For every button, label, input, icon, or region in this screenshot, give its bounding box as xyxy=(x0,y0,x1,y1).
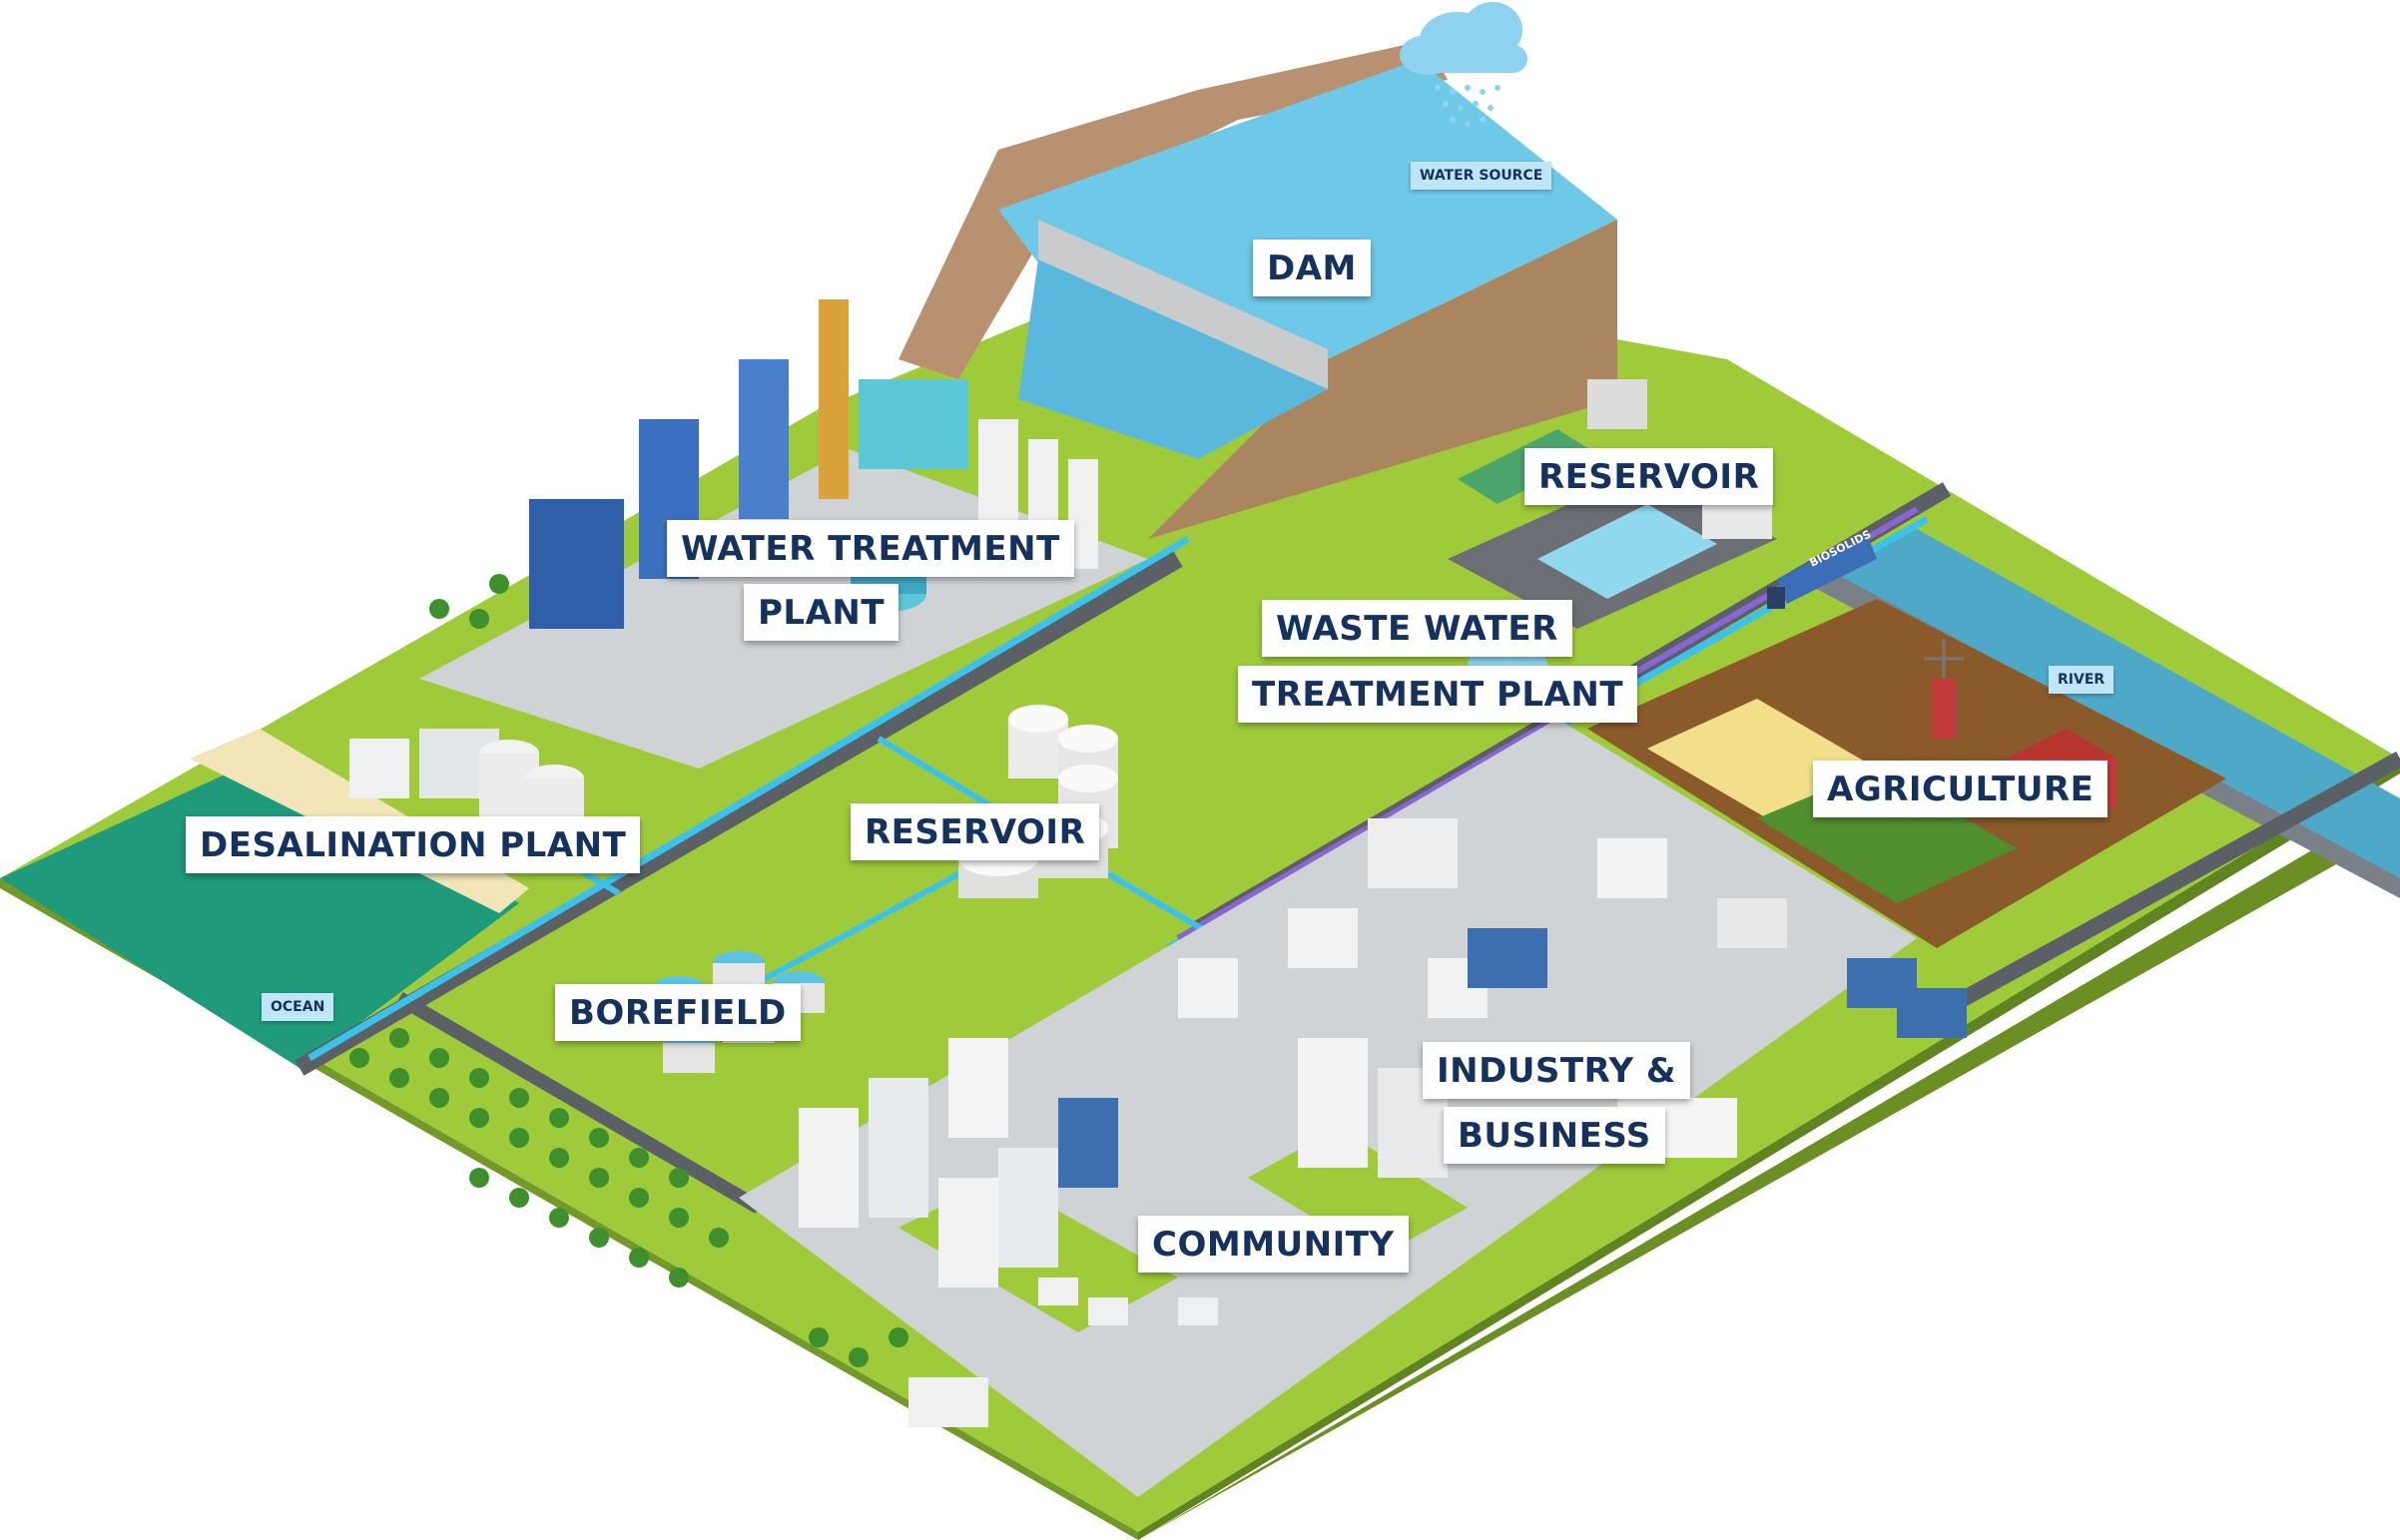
label-water-treatment-line1: WATER TREATMENT xyxy=(667,520,1074,577)
community-buildings xyxy=(799,1038,1218,1427)
lake-front xyxy=(1148,220,1617,539)
road-south-edge xyxy=(395,991,763,1215)
waste-water-structures xyxy=(1448,379,1777,682)
label-agriculture: AGRICULTURE xyxy=(1813,761,2108,817)
label-dam: DAM xyxy=(1253,240,1371,296)
rain-cloud-icon xyxy=(1400,2,1527,127)
road-river xyxy=(1943,751,2400,1016)
main-road-northwest xyxy=(295,551,1183,1076)
dam-spill xyxy=(1018,259,1328,459)
river xyxy=(1827,529,2400,888)
label-community: COMMUNITY xyxy=(1138,1216,1409,1273)
windmill-icon xyxy=(1924,639,1964,739)
label-industry-line2: BUSINESS xyxy=(1444,1107,1665,1164)
label-river: RIVER xyxy=(2049,666,2114,694)
label-reservoir-central: RESERVOIR xyxy=(851,803,1100,860)
industry-buildings xyxy=(1178,818,1967,1178)
label-reservoir-east: RESERVOIR xyxy=(1524,448,1774,505)
label-industry-line1: INDUSTRY & xyxy=(1423,1042,1691,1099)
desalination-structures xyxy=(349,729,584,853)
pipe-blue-main xyxy=(307,535,1190,1062)
label-ocean: OCEAN xyxy=(262,993,334,1021)
label-waste-water-line2: TREATMENT PLANT xyxy=(1238,666,1638,723)
label-waste-water-line1: WASTE WATER xyxy=(1262,600,1572,657)
label-water-source: WATER SOURCE xyxy=(1411,162,1552,190)
dam-wall xyxy=(1038,220,1328,389)
tree-orchard xyxy=(349,574,908,1367)
label-water-treatment-line2: PLANT xyxy=(744,584,900,641)
pipe-reservoir-roads xyxy=(877,736,1220,941)
label-desalination: DESALINATION PLANT xyxy=(186,816,641,873)
biosolids-truck-icon xyxy=(1767,534,1877,609)
ground-edge-right xyxy=(1138,759,2400,1540)
pipe-reservoir-borefield xyxy=(727,855,990,1001)
label-borefield: BOREFIELD xyxy=(555,984,801,1041)
